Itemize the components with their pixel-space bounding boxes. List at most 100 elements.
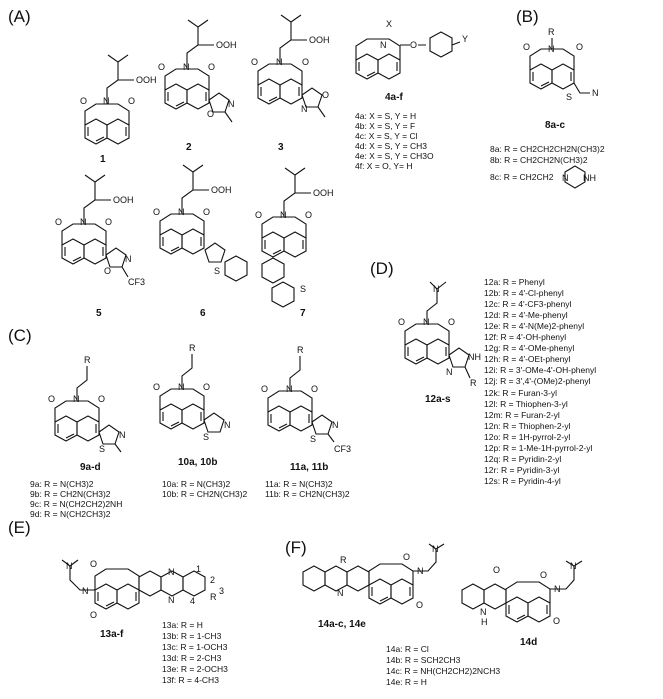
- atom-n-2: N: [183, 62, 190, 72]
- atom-o-5c: O: [104, 266, 111, 276]
- atom-r-9: R: [84, 355, 91, 365]
- atom-nh-12: NH: [468, 352, 481, 362]
- ring-number-2: 2: [210, 575, 215, 585]
- atom-o-6b: O: [203, 207, 210, 217]
- atom-s-9: S: [99, 444, 105, 454]
- atom-n-14d: N: [570, 561, 577, 571]
- series-4-item: 4e: X = S, Y = CH3O: [355, 151, 434, 161]
- atom-r-13: R: [210, 592, 217, 602]
- compound-id-14a: 14a-c, 14e: [318, 619, 366, 630]
- structure-6: [159, 164, 248, 282]
- series-12-list: 12a: R = Phenyl 12b: R = 4'-Cl-phenyl 12…: [484, 277, 596, 486]
- series-12-item: 12c: R = 4'-CF3-phenyl: [484, 299, 571, 309]
- atom-o-9b: O: [98, 394, 105, 404]
- atom-o-6a: O: [153, 207, 160, 217]
- atom-o-7a: O: [255, 210, 262, 220]
- series-14-item: 14c: R = NH(CH2CH2)2NCH3: [386, 666, 500, 676]
- structure-10: [159, 354, 225, 433]
- series-9-item: 9b: R = CH2N(CH3)2: [30, 489, 111, 499]
- atom-o-9a: O: [48, 394, 55, 404]
- compound-id-9: 9a-d: [80, 462, 101, 473]
- series-12-item: 12f: R = 4'-OH-phenyl: [484, 332, 566, 342]
- atom-s-7: S: [300, 284, 306, 294]
- compound-id-4: 4a-f: [385, 92, 403, 103]
- structure-2: [164, 19, 233, 123]
- series-13-item: 13f: R = 4-CH3: [162, 675, 219, 685]
- atom-n-7: N: [280, 210, 287, 220]
- atom-o-8b: O: [576, 42, 583, 52]
- structure-13: [61, 559, 206, 610]
- panel-label-c: (C): [8, 326, 32, 345]
- atom-n-9b: N: [119, 430, 126, 440]
- series-4-item: 4b: X = S, Y = F: [355, 121, 415, 131]
- series-12-item: 12g: R = 4'-OMe-phenyl: [484, 343, 574, 353]
- series-12-item: 12s: R = Pyridin-4-yl: [484, 476, 561, 486]
- ring-number-4: 4: [190, 596, 195, 606]
- atom-o-8a: O: [523, 42, 530, 52]
- series-8-item: 8c: R = CH2CH2: [490, 172, 554, 182]
- atom-n-6: N: [178, 207, 185, 217]
- series-8-item: 8b: R = CH2CH2N(CH3)2: [490, 155, 588, 165]
- atom-o-11b: O: [311, 384, 318, 394]
- structure-1: [84, 54, 134, 145]
- compound-id-10: 10a, 10b: [178, 457, 217, 468]
- atom-o-7b: O: [305, 210, 312, 220]
- compound-id-14d: 14d: [520, 637, 537, 648]
- series-13-item: 13c: R = 1-OCH3: [162, 642, 228, 652]
- compound-id-11: 11a, 11b: [290, 462, 328, 473]
- atom-n-4: N: [380, 40, 387, 50]
- ring-number-1: 1: [196, 564, 201, 574]
- atom-o-3b: O: [302, 57, 309, 67]
- panel-label-f: (F): [285, 538, 307, 557]
- atom-n-14e: N: [554, 584, 561, 594]
- atom-o-12a: O: [398, 317, 405, 327]
- series-12-item: 12b: R = 4'-Cl-phenyl: [484, 288, 564, 298]
- series-8-item: 8a: R = CH2CH2CH2N(CH3)2: [490, 144, 605, 154]
- series-4-item: 4a: X = S, Y = H: [355, 111, 416, 121]
- series-12-item: 12l: R = Thiophen-3-yl: [484, 399, 568, 409]
- series-13-item: 13b: R = 1-CH3: [162, 631, 222, 641]
- series-14-list: 14a: R = Cl 14b: R = SCH2CH3 14c: R = NH…: [386, 644, 500, 687]
- atom-o-3a: O: [251, 57, 258, 67]
- compound-id-1: 1: [100, 154, 106, 165]
- series-13-list: 13a: R = H 13b: R = 1-CH3 13c: R = 1-OCH…: [162, 620, 228, 685]
- structure-7: [261, 167, 311, 308]
- atom-o-3c: O: [322, 90, 329, 100]
- atom-o-2c: O: [207, 109, 214, 119]
- series-12-item: 12k: R = Furan-3-yl: [484, 388, 557, 398]
- atom-ooh-7: OOH: [313, 188, 334, 198]
- atom-o-14d: O: [493, 565, 500, 575]
- atom-n-5b: N: [125, 254, 132, 264]
- atom-cf3-11: CF3: [334, 444, 351, 454]
- atom-n-1: N: [103, 96, 110, 106]
- atom-o-2b: O: [208, 62, 215, 72]
- series-13-item: 13a: R = H: [162, 620, 203, 630]
- series-4-item: 4d: X = S, Y = CH3: [355, 141, 427, 151]
- series-8-list: 8a: R = CH2CH2CH2N(CH3)2 8b: R = CH2CH2N…: [490, 144, 605, 189]
- series-14-item: 14e: R = H: [386, 677, 427, 687]
- atom-nh-8c: NH: [583, 173, 596, 183]
- atom-n-14a: N: [432, 544, 439, 554]
- atom-n-10b: N: [224, 420, 231, 430]
- atom-ooh-2: OOH: [216, 40, 237, 50]
- series-4-item: 4c: X = S, Y = Cl: [355, 131, 418, 141]
- atom-n-5: N: [80, 217, 87, 227]
- panel-label-d: (D): [370, 259, 394, 278]
- atom-o-4: O: [410, 40, 417, 50]
- compound-id-7: 7: [300, 308, 306, 319]
- atom-o-12b: O: [448, 317, 455, 327]
- atom-o-14f: O: [553, 616, 560, 626]
- atom-o-13a: O: [90, 559, 97, 569]
- atom-n-8c: N: [562, 173, 569, 183]
- compound-id-12: 12a-s: [425, 394, 451, 405]
- series-12-item: 12j: R = 3',4'-(OMe)2-phenyl: [484, 376, 591, 386]
- atom-o-10b: O: [203, 382, 210, 392]
- series-12-item: 12d: R = 4'-Me-phenyl: [484, 310, 568, 320]
- atom-r-14: R: [340, 555, 347, 565]
- series-11-list: 11a: R = N(CH3)2 11b: R = CH2N(CH3)2: [265, 479, 350, 499]
- atom-o-14b: O: [416, 600, 423, 610]
- series-14-item: 14a: R = Cl: [386, 644, 429, 654]
- series-10-list: 10a: R = N(CH3)2 10b: R = CH2N(CH3)2: [162, 479, 248, 499]
- piperazine-ring: [564, 165, 586, 189]
